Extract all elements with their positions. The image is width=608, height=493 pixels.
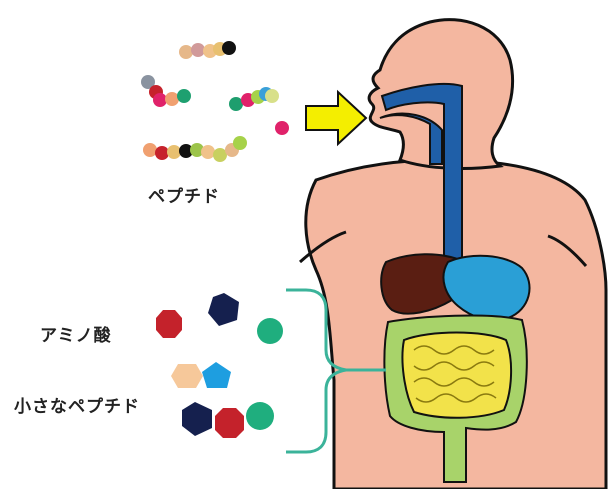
peptide-chains xyxy=(141,41,289,162)
amino-acid-green xyxy=(257,318,283,344)
arrow-right-icon xyxy=(306,92,366,144)
amino-acid-navy xyxy=(208,293,239,326)
small-peptide-blue xyxy=(202,362,231,388)
peptide-chain xyxy=(229,87,279,111)
small-intestine xyxy=(402,333,511,418)
small-peptide-label: 小さなペプチド xyxy=(14,392,140,417)
peptide-single xyxy=(275,121,289,135)
amino-acid-red xyxy=(156,310,182,338)
peptide-chain xyxy=(179,41,236,59)
peptide-chain xyxy=(143,136,247,162)
peptide-chain xyxy=(141,75,191,107)
small-peptide-navy xyxy=(182,402,212,436)
amino-acid-label: アミノ酸 xyxy=(40,321,112,346)
small-peptide-peach xyxy=(171,364,203,388)
small-peptide-red xyxy=(215,408,244,438)
human-body-icon xyxy=(300,20,606,489)
small-peptide-green xyxy=(246,402,274,430)
peptide-label: ペプチド xyxy=(148,182,220,207)
